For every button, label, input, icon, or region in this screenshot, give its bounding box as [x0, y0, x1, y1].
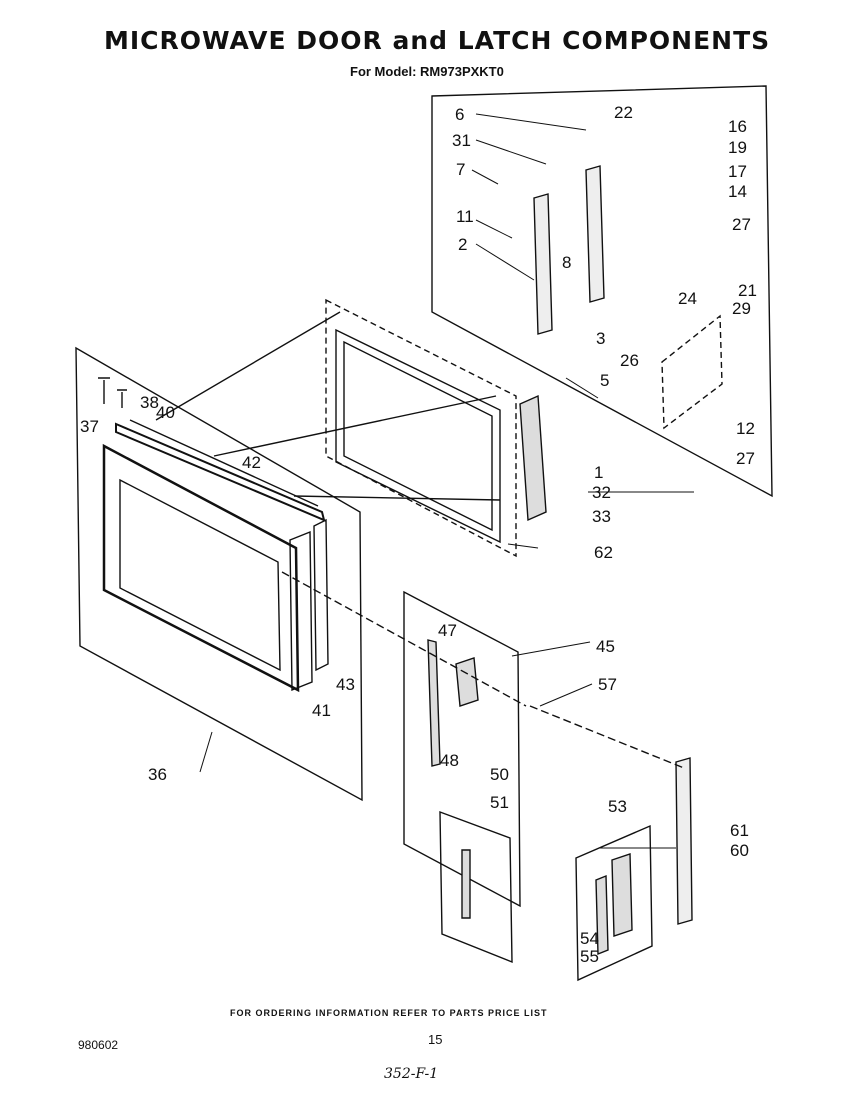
door-side-43	[313, 518, 329, 672]
callout-3: 3	[596, 329, 605, 348]
callout-11: 11	[456, 207, 474, 226]
latch-bar-3	[585, 165, 605, 303]
ordering-note: FOR ORDERING INFORMATION REFER TO PARTS …	[230, 1008, 548, 1018]
callout-6: 6	[455, 105, 464, 124]
callout-27: 27	[732, 215, 751, 234]
callout-26: 26	[620, 351, 639, 370]
document-number: 980602	[78, 1038, 119, 1052]
callout-19: 19	[728, 138, 747, 157]
callout-50: 50	[490, 765, 509, 784]
latch-bar-2	[533, 193, 553, 335]
page-title: MICROWAVE DOOR and LATCH COMPONENTS	[104, 26, 771, 55]
door-trim-42	[115, 422, 326, 522]
door-glass	[102, 443, 300, 693]
latch-arm	[427, 639, 441, 767]
callout-45: 45	[596, 637, 615, 656]
callout-17: 17	[728, 162, 747, 181]
callout-53: 53	[608, 797, 627, 816]
callout-22: 22	[614, 103, 633, 122]
model-subtitle: For Model: RM973PXKT0	[350, 64, 504, 79]
door-frame-62-inner	[335, 328, 501, 544]
callout-7: 7	[456, 160, 465, 179]
callout-27b: 27	[736, 449, 755, 468]
door-panel-36-outline	[75, 346, 363, 802]
latch-panel-outline	[431, 85, 773, 498]
subassembly-12-box	[661, 314, 723, 430]
callout-29: 29	[732, 299, 751, 318]
callout-42: 42	[242, 453, 261, 472]
callout-31: 31	[452, 131, 471, 150]
callout-37: 37	[80, 417, 99, 436]
box-53	[575, 824, 653, 982]
callout-2: 2	[458, 235, 467, 254]
screw-38	[117, 389, 127, 408]
door-frame-62	[325, 298, 517, 558]
callout-32: 32	[592, 483, 611, 502]
callout-51: 51	[490, 793, 509, 812]
handwritten-note: 352-F-1	[384, 1066, 439, 1082]
callout-41: 41	[312, 701, 331, 720]
callout-48: 48	[440, 751, 459, 770]
callout-14: 14	[728, 182, 747, 201]
callout-55: 55	[580, 947, 599, 966]
spring-box-51	[439, 810, 513, 964]
callout-21: 21	[738, 281, 757, 300]
callout-36: 36	[148, 765, 167, 784]
screw-37	[98, 377, 110, 404]
callout-62: 62	[594, 543, 613, 562]
callout-12: 12	[736, 419, 755, 438]
callout-1: 1	[594, 463, 603, 482]
callout-16: 16	[728, 117, 747, 136]
callout-5: 5	[600, 371, 609, 390]
callout-8: 8	[562, 253, 571, 272]
page-number: 15	[428, 1032, 443, 1047]
callout-33: 33	[592, 507, 611, 526]
callout-43: 43	[336, 675, 355, 694]
callout-38: 38	[140, 393, 159, 412]
callout-60: 60	[730, 841, 749, 860]
callout-61: 61	[730, 821, 749, 840]
latch-assembly-45-outline	[403, 590, 521, 908]
spring	[461, 849, 471, 919]
callout-40: 40	[156, 403, 175, 422]
hinge-33	[519, 394, 547, 522]
door-side-41	[289, 530, 313, 692]
latch-47	[455, 657, 479, 707]
callout-47: 47	[438, 621, 457, 640]
bar-60	[675, 757, 693, 925]
callout-24: 24	[678, 289, 697, 308]
callout-54: 54	[580, 929, 599, 948]
callout-57: 57	[598, 675, 617, 694]
